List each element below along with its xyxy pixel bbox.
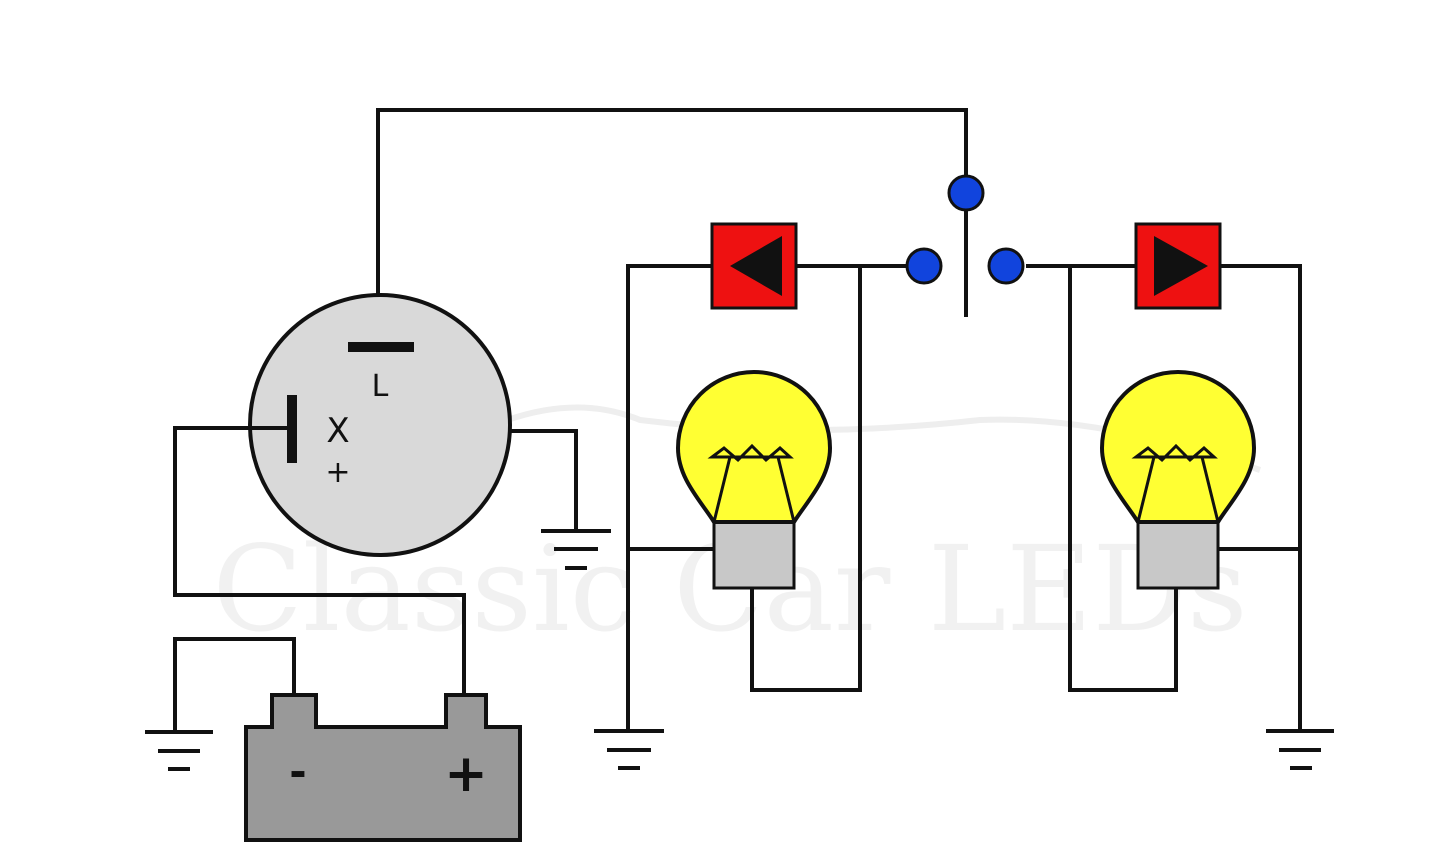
ground-symbol-battery (145, 730, 213, 771)
left-lamp (675, 370, 833, 602)
left-lamp-filament (707, 443, 794, 463)
ground-symbol-left (594, 729, 664, 770)
wire-flasher-to-switch (376, 108, 968, 317)
battery (244, 693, 522, 842)
switch-contact-left (905, 247, 943, 285)
right-lamp-base (1136, 520, 1220, 590)
left-lamp-base (712, 520, 796, 590)
terminal-x-sign: + (325, 455, 350, 490)
wire-flasher-ground (508, 429, 578, 533)
right-lamp (1099, 370, 1257, 602)
wire-battery-negative-ground (173, 637, 296, 734)
battery-negative-label: - (289, 747, 306, 796)
switch-contact-top (947, 174, 985, 212)
terminal-l-label: L (372, 369, 389, 404)
terminal-x-label: X (326, 411, 349, 451)
right-arrow-icon (1154, 236, 1208, 296)
ground-symbol-right (1266, 729, 1334, 770)
wire-right-outer (1218, 264, 1302, 732)
left-arrow-icon (730, 236, 782, 296)
wire-left-outer (626, 264, 714, 730)
wire-right-lamp-loop (1068, 264, 1178, 692)
flasher-unit (248, 293, 512, 557)
battery-positive-label: + (444, 744, 488, 804)
ground-symbol-flasher (541, 529, 611, 570)
right-lamp-filament (1131, 443, 1218, 463)
wire-x-to-battery-positive (173, 426, 466, 697)
wire-left-lamp-loop (750, 264, 862, 692)
switch-contact-right (987, 247, 1025, 285)
